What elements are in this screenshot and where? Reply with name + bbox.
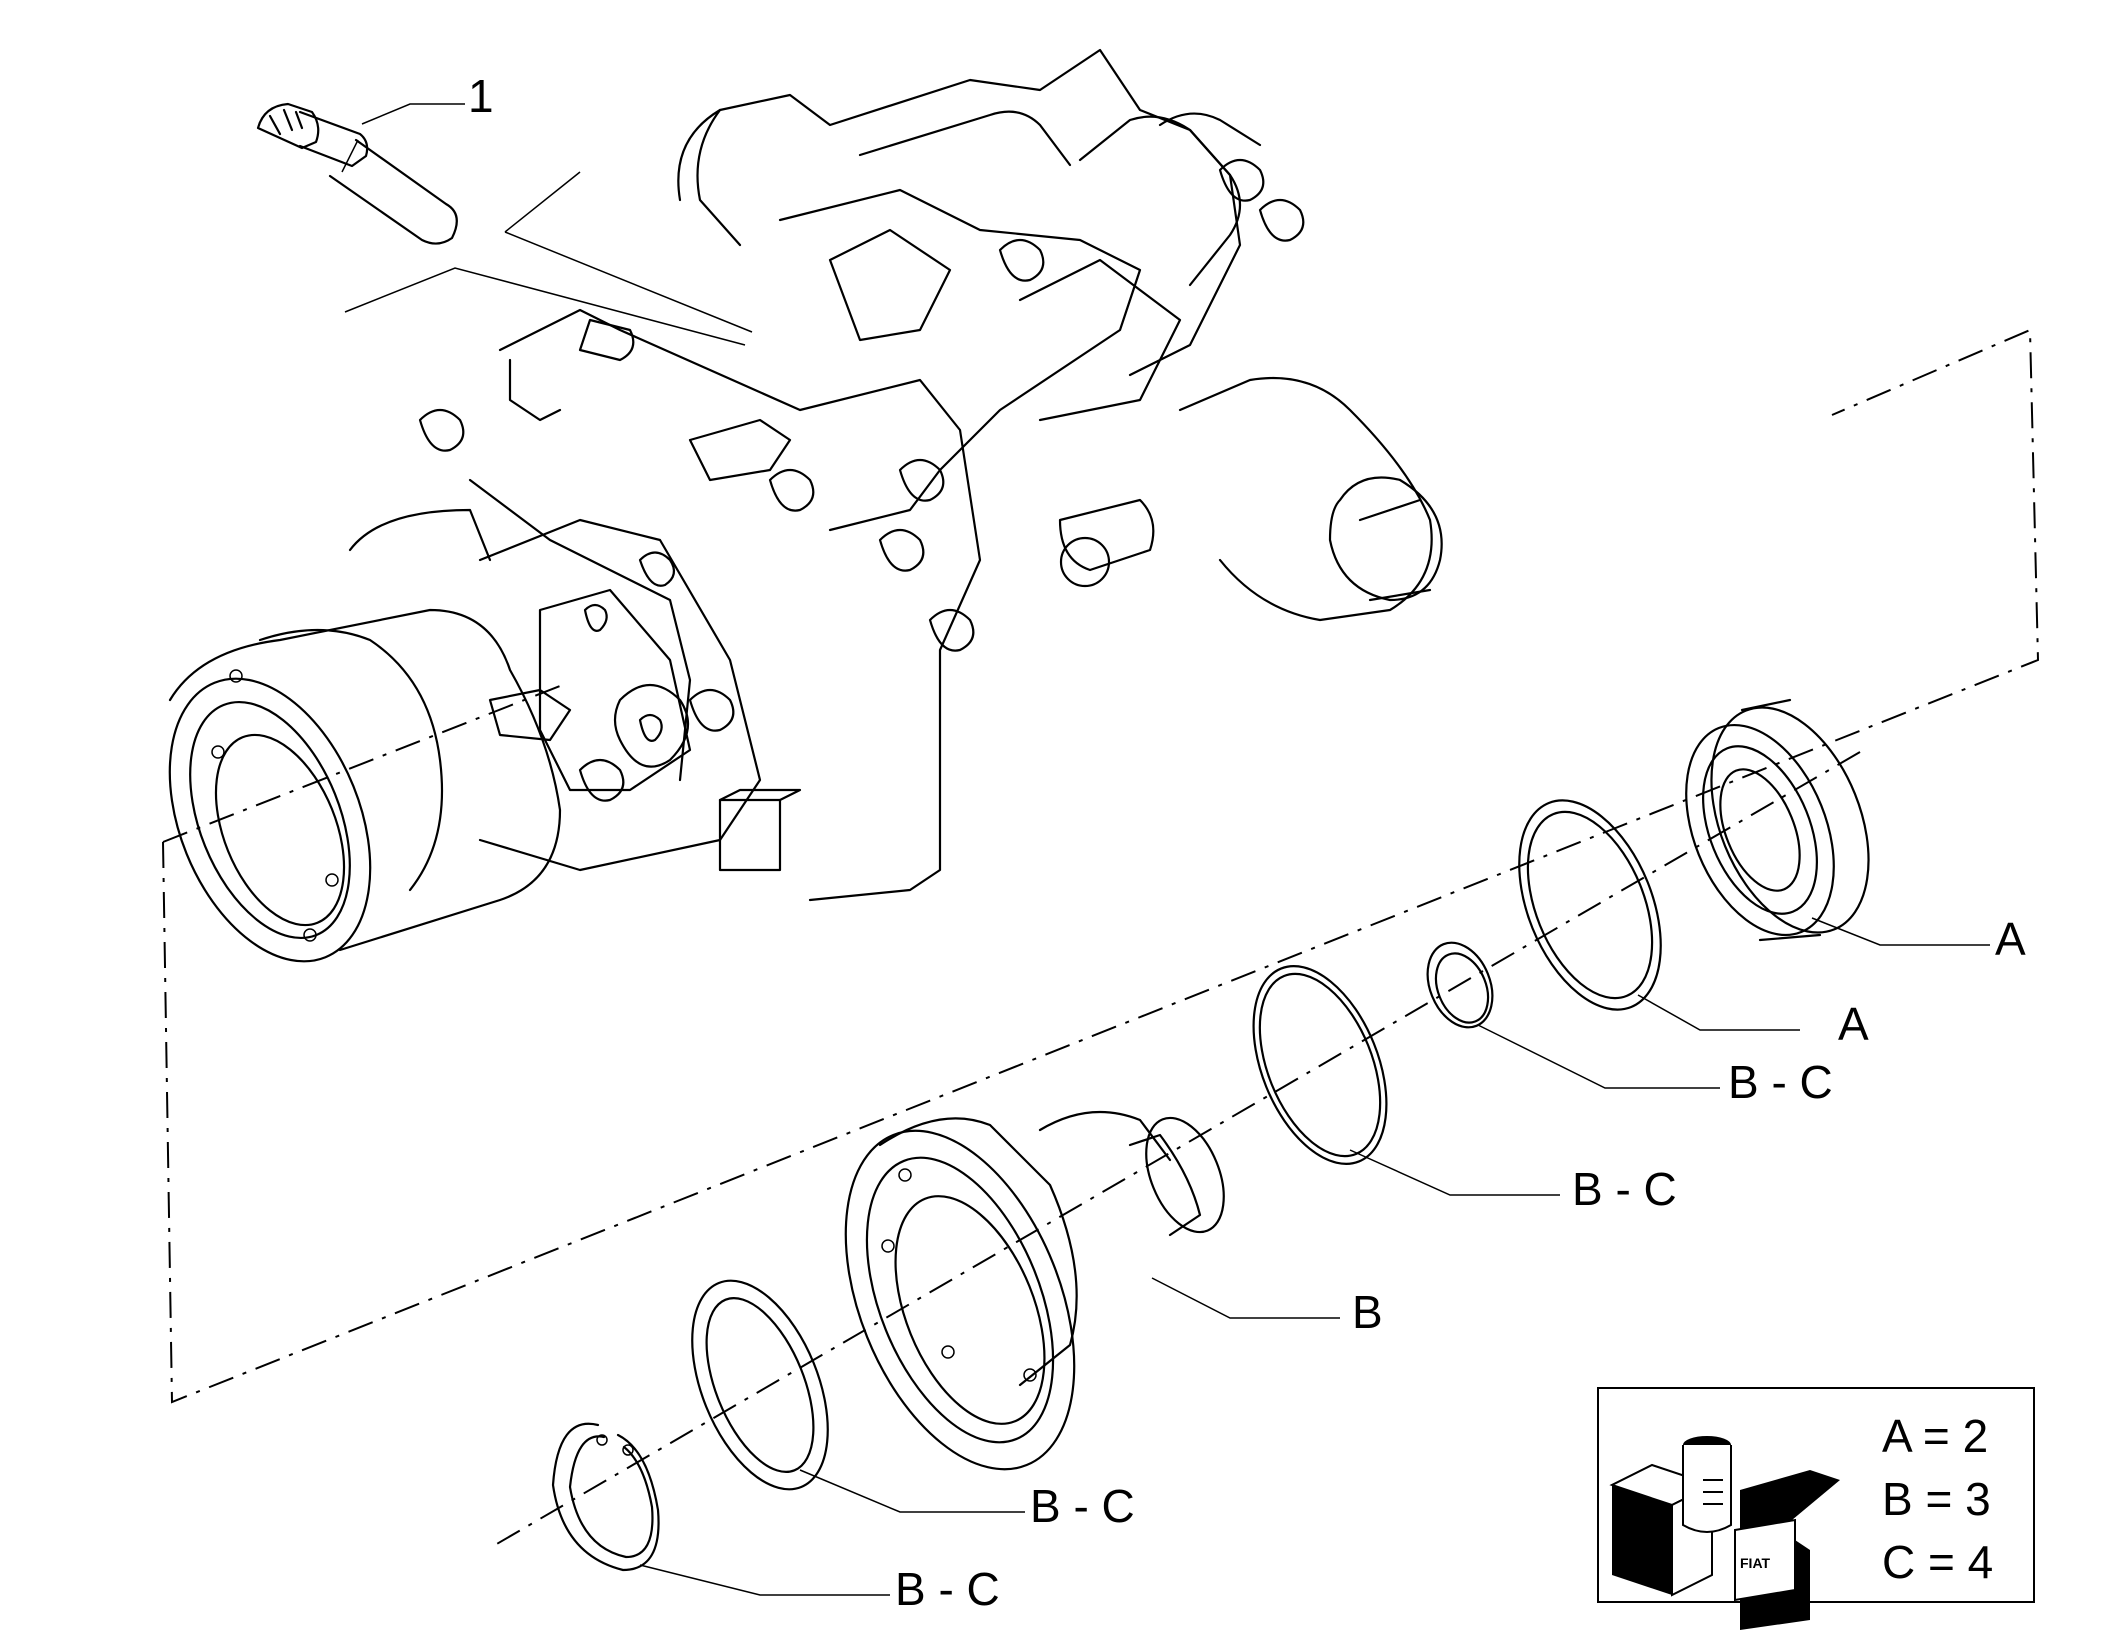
seal-part-bc-1 xyxy=(1426,941,1720,1089)
callout-bc-washer: B - C xyxy=(1030,1480,1135,1532)
bolt-part-1 xyxy=(256,102,465,245)
callout-a-ring: A xyxy=(1838,998,1869,1050)
legend-entry-a: A = 2 xyxy=(1882,1410,1988,1462)
callout-labels: 1 A A B - C B - C B B - C B - C xyxy=(468,70,2026,1615)
flange-shaft-part-b xyxy=(844,1110,1340,1471)
logo-text: FIAT xyxy=(1740,1555,1771,1571)
circlip-part-bc-4 xyxy=(551,1422,890,1596)
ring-part-a xyxy=(1518,799,1800,1031)
bearing-part-a xyxy=(1685,698,1990,946)
exploded-boundary-dashed xyxy=(162,328,2040,1546)
oring-part-bc-2 xyxy=(1252,965,1560,1196)
legend-entry-c: C = 4 xyxy=(1882,1536,1993,1588)
callout-b-flange: B xyxy=(1352,1286,1383,1338)
callout-bc-circlip: B - C xyxy=(895,1563,1000,1615)
callout-1: 1 xyxy=(468,70,494,122)
axle-housing xyxy=(168,48,1443,963)
washer-part-bc-3 xyxy=(691,1279,1025,1513)
callout-a-bearing: A xyxy=(1995,913,2026,965)
callout-bc-oring: B - C xyxy=(1572,1163,1677,1215)
legend-box: FIAT A = 2 B = 3 C = 4 xyxy=(1597,1387,2035,1630)
callout-bc-seal: B - C xyxy=(1728,1056,1833,1108)
parts-kit-logo: FIAT xyxy=(1609,1436,1840,1630)
legend-entry-b: B = 3 xyxy=(1882,1473,1991,1525)
